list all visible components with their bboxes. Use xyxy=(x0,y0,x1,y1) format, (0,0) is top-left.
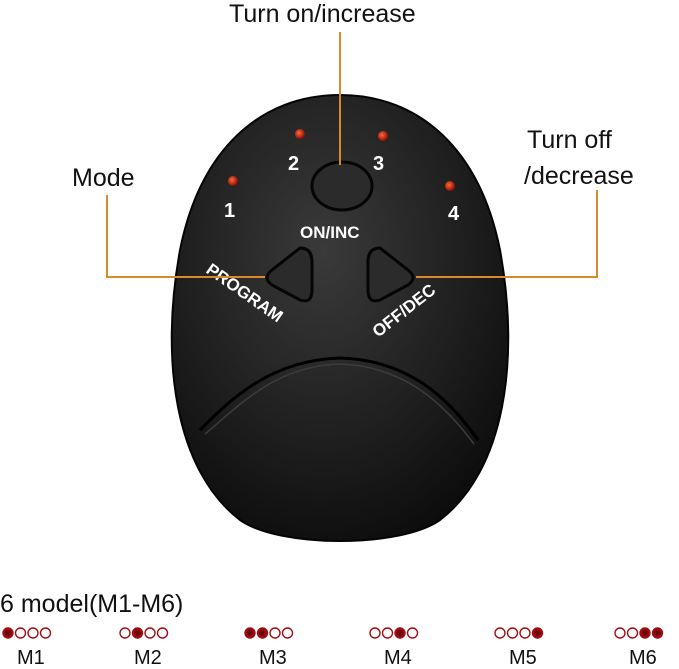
mode-label: M5 xyxy=(509,647,537,669)
mode-dot-off xyxy=(119,627,131,639)
led-label-2: 2 xyxy=(288,153,299,175)
led-2 xyxy=(295,129,305,139)
mode-dot-off xyxy=(519,627,531,639)
callout-turn-on-increase: Turn on/increase xyxy=(229,0,416,28)
led-3 xyxy=(378,131,388,141)
mode-dot-lit xyxy=(394,627,406,639)
mode-label: M2 xyxy=(134,647,162,669)
led-label-3: 3 xyxy=(373,153,384,175)
mode-dot-off xyxy=(494,627,506,639)
mode-dot-off xyxy=(156,627,169,639)
mode-label: M4 xyxy=(384,647,412,669)
device-body xyxy=(170,93,510,542)
mode-m2: M2 xyxy=(119,627,169,669)
mode-m1: M1 xyxy=(2,627,52,669)
callout-turn-off-line1: Turn off xyxy=(527,126,612,154)
mode-m3: M3 xyxy=(244,627,294,669)
program-button[interactable] xyxy=(265,246,314,303)
mode-dot-off xyxy=(626,627,639,639)
led-label-4: 4 xyxy=(448,203,460,225)
mode-dot-lit xyxy=(639,627,651,639)
leader-lines xyxy=(106,32,598,278)
led-label-1: 1 xyxy=(224,200,235,222)
mode-dot-off xyxy=(369,627,381,639)
mode-dot-lit xyxy=(131,627,144,639)
led-4 xyxy=(445,181,455,191)
mode-m5: M5 xyxy=(494,627,544,669)
modes-title: 6 model(M1-M6) xyxy=(0,590,183,618)
mode-dot-off xyxy=(14,627,27,639)
mode-label: M6 xyxy=(629,647,657,669)
mode-dot-off xyxy=(144,627,156,639)
mode-dot-off xyxy=(614,627,626,639)
off-dec-button[interactable] xyxy=(366,246,415,303)
mode-dot-lit xyxy=(531,627,544,639)
mode-dot-off xyxy=(506,627,519,639)
mode-legend: M1 M2 M3 M4 M5 M6 xyxy=(2,627,664,669)
mode-m6: M6 xyxy=(614,627,664,669)
mode-dot-off xyxy=(27,627,39,639)
mode-dot-off xyxy=(381,627,394,639)
mode-label: M3 xyxy=(259,647,287,669)
mode-dot-lit xyxy=(651,627,664,639)
mode-dot-off xyxy=(281,627,294,639)
callout-turn-off-line2: /decrease xyxy=(524,162,634,190)
on-inc-button[interactable] xyxy=(310,160,374,212)
mode-dot-lit xyxy=(256,627,269,639)
mode-dot-off xyxy=(39,627,52,639)
mode-dot-off xyxy=(269,627,281,639)
mode-dot-lit xyxy=(2,627,14,639)
led-1 xyxy=(228,176,238,186)
mode-label: M1 xyxy=(17,647,45,669)
callout-mode: Mode xyxy=(72,164,135,192)
mode-dot-lit xyxy=(244,627,256,639)
mode-m4: M4 xyxy=(369,627,419,669)
mode-dot-off xyxy=(406,627,419,639)
on-inc-label: ON/INC xyxy=(300,223,360,242)
device-lower-panel xyxy=(198,356,480,441)
